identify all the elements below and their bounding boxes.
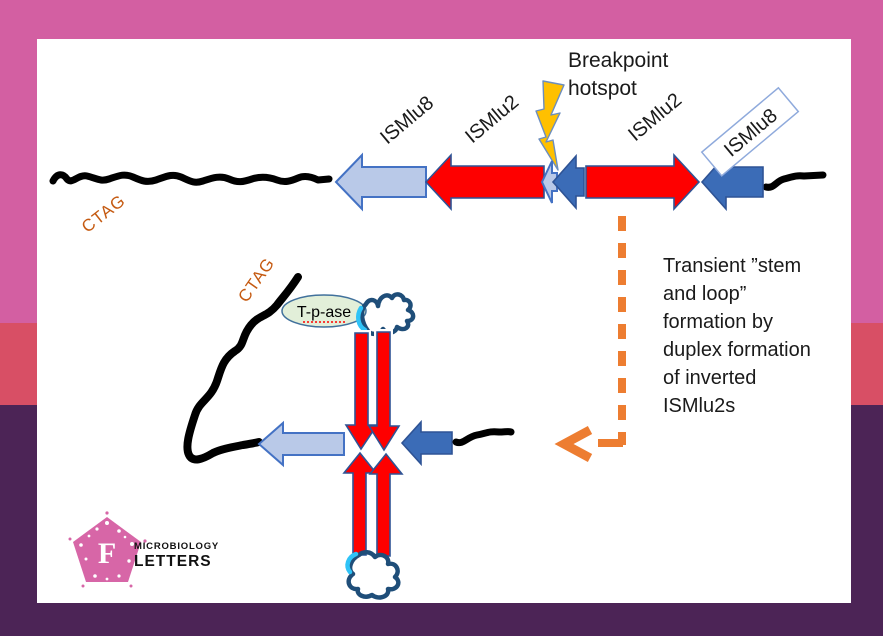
ismlu2-left-arrow [424,152,545,212]
logo-center-circle [89,535,125,571]
note-line: Transient ”stem [663,255,801,277]
stem-red-duplex [337,329,409,559]
note-line: of inverted [663,367,756,389]
junction-dark-arrow [551,153,585,211]
stem-dark-arrow [400,419,453,467]
stem-bottom-loop [346,550,401,600]
logo-speckles [68,511,147,588]
ismlu2-right-arrow [585,152,701,212]
logo-name-bottom: LETTERS [134,553,212,570]
ctag-top-label: CTAG [78,191,129,237]
note-text: Transient ”stem and loop” formation by d… [663,255,811,417]
note-line: duplex formation [663,339,811,361]
loop-dna-line [183,273,302,464]
ismlu2-left-label-text: ISMlu2 [461,91,523,148]
stem-up-arrow-left [342,451,378,556]
stem-genome-line-right [452,428,515,447]
note-line: formation by [663,311,773,333]
figure-canvas: ISMlu8 ISMlu2 ISMlu2 ISMlu8 Breakpoint h… [37,39,851,603]
logo-name-top: MICROBIOLOGY [134,541,219,552]
ismlu8-right-label-box [700,86,800,177]
stem-down-arrow-left [344,332,379,451]
tpase-label: T-p-ase [297,304,351,321]
dashed-process-arrow [554,216,626,462]
dashed-arrowhead [554,426,593,462]
note-line: and loop” [663,283,746,305]
ismlu8-left-arrow [334,152,427,212]
ctag-top-label-text: CTAG [78,191,129,237]
stem-top-loop [359,292,416,337]
ismlu8-left-label: ISMlu8 [376,92,438,149]
transposase-badge: T-p-ase [281,294,367,328]
diagram: ISMlu8 ISMlu2 ISMlu2 ISMlu8 Breakpoint h… [49,49,827,600]
ismlu8-right-label: ISMlu8 [700,86,800,177]
logo-monogram: F [98,537,116,570]
genome-line-right [762,171,827,191]
genome-line-left [49,171,333,186]
stem-pale-arrow [257,420,345,468]
ismlu2-left-label: ISMlu2 [461,91,523,148]
note-line: ISMlu2s [663,395,735,417]
stem-down-arrow-right [367,331,401,452]
ctag-bottom-label: CTAG [234,254,278,306]
breakpoint-label-line1: Breakpoint [568,49,669,72]
breakpoint-label-line2: hotspot [568,77,637,100]
journal-logo: F MICROBIOLOGY LETTERS [68,511,219,588]
ctag-bottom-label-text: CTAG [234,254,278,306]
tpase-ellipse [281,294,367,328]
ismlu8-left-label-text: ISMlu8 [376,92,438,149]
stem-bottom-loop-cyan [345,551,359,575]
stem-top-loop-cyan [355,305,368,333]
lightning-bolt-icon [535,80,565,171]
